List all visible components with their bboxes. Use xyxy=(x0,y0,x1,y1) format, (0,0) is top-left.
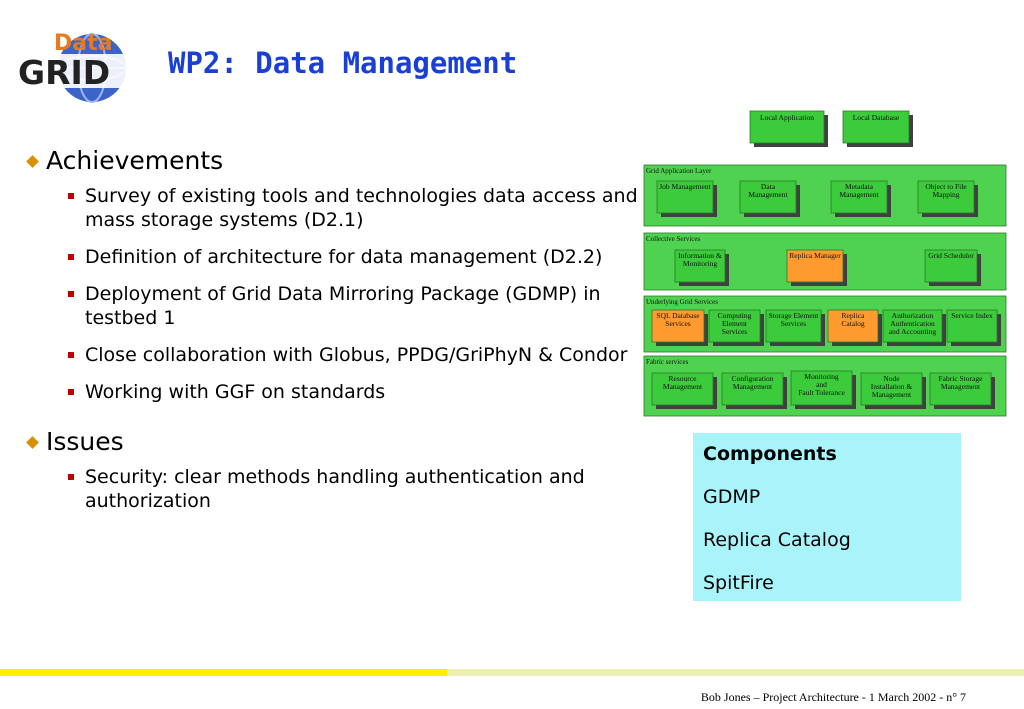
logo-data-text: Data xyxy=(54,31,112,56)
top-box-label: Local Application xyxy=(760,113,814,122)
diagram-box-label: SQL Database xyxy=(656,311,700,320)
diagram-box-label: Monitoring xyxy=(804,372,838,381)
list-item: Deployment of Grid Data Mirroring Packag… xyxy=(28,282,640,330)
diagram-box-label: Services xyxy=(722,327,747,336)
list-item: Survey of existing tools and technologie… xyxy=(28,184,640,232)
top-box: Local Database xyxy=(842,110,913,147)
component-box: Grid Scheduler xyxy=(924,249,981,286)
list-item: Close collaboration with Globus, PPDG/Gr… xyxy=(28,343,640,367)
diagram-box-label: Element xyxy=(722,319,748,328)
diagram-box-label: Grid Scheduler xyxy=(928,251,974,260)
diagram-box-label: Management xyxy=(941,382,981,391)
diagram-box-label: Management xyxy=(839,190,879,199)
diagram-box-label: Configuration xyxy=(731,374,773,383)
diagram-box-label: Mapping xyxy=(932,190,959,199)
square-bullet-icon xyxy=(68,352,74,358)
top-box-label: Local Database xyxy=(853,113,900,122)
footer-text: Bob Jones – Project Architecture - 1 Mar… xyxy=(700,690,966,704)
diagram-box-label: Management xyxy=(748,190,788,199)
diagram-box-label: Storage Element xyxy=(769,311,820,320)
top-box: Local Application xyxy=(749,110,828,147)
datagrid-logo: Data GRID xyxy=(14,26,156,104)
diagram-box-label: Services xyxy=(781,319,806,328)
diagram-box-label: Information & xyxy=(678,251,722,260)
diagram-box-label: and xyxy=(816,380,827,389)
component-box: Replica Manager xyxy=(786,249,847,286)
diagram-box-label: Fault Tolerance xyxy=(798,388,845,397)
diagram-box-label: Services xyxy=(665,319,690,328)
diagram-box-label: Data xyxy=(761,182,776,191)
diagram-box-label: Authentication xyxy=(890,319,935,328)
bullet-content: Achievements Survey of existing tools an… xyxy=(26,144,640,526)
diagram-box-label: Metadata xyxy=(845,182,874,191)
components-box: Components GDMP Replica Catalog SpitFire xyxy=(693,433,961,601)
diagram-box-label: Computing xyxy=(718,311,752,320)
component-item: SpitFire xyxy=(703,572,774,594)
square-bullet-icon xyxy=(68,254,74,260)
logo-grid-text: GRID xyxy=(18,53,110,92)
diagram-box-label: Replica xyxy=(842,311,866,320)
component-item: GDMP xyxy=(703,486,761,508)
section-heading-achievements: Achievements xyxy=(26,144,640,178)
footer-bar-light xyxy=(447,669,1024,676)
section-heading-issues: Issues xyxy=(26,425,640,459)
diagram-box-label: Node xyxy=(883,374,900,383)
diagram-box-label: Authorization xyxy=(892,311,934,320)
diagram-box-label: Monitoring xyxy=(683,259,717,268)
list-item: Security: clear methods handling authent… xyxy=(28,465,640,513)
layer-label: Grid Application Layer xyxy=(646,167,712,175)
diagram-box-label: Installation & xyxy=(871,382,913,391)
component-box: Job Management xyxy=(656,180,717,217)
diagram-box-label: Resource xyxy=(669,374,698,383)
diagram-box-label: Management xyxy=(663,382,703,391)
component-box: Service Index xyxy=(946,309,1001,346)
diagram-box-label: Fabric Storage xyxy=(939,374,984,383)
square-bullet-icon xyxy=(68,193,74,199)
diagram-box-label: and Accounting xyxy=(889,327,937,336)
components-heading: Components xyxy=(703,443,837,465)
component-box: Information &Monitoring xyxy=(674,249,729,286)
footer-bar-yellow xyxy=(0,669,447,676)
diagram-box-label: Management xyxy=(733,382,773,391)
square-bullet-icon xyxy=(68,474,74,480)
list-item: Working with GGF on standards xyxy=(28,380,640,404)
diagram-box-label: Management xyxy=(872,390,912,399)
component-item: Replica Catalog xyxy=(703,529,851,551)
list-item: Definition of architecture for data mana… xyxy=(28,245,640,269)
square-bullet-icon xyxy=(68,389,74,395)
page-title: WP2: Data Management xyxy=(168,46,518,80)
diagram-box-label: Service Index xyxy=(951,311,993,320)
diagram-box-label: Replica Manager xyxy=(789,251,841,260)
layer-label: Fabric services xyxy=(646,358,688,366)
layer-label: Underlying Grid Services xyxy=(646,298,718,306)
diagram-box-label: Object to File xyxy=(925,182,967,191)
layer-label: Collective Services xyxy=(646,235,701,243)
diagram-box-label: Job Management xyxy=(659,182,711,191)
diagram-box-label: Catalog xyxy=(841,319,865,328)
square-bullet-icon xyxy=(68,291,74,297)
